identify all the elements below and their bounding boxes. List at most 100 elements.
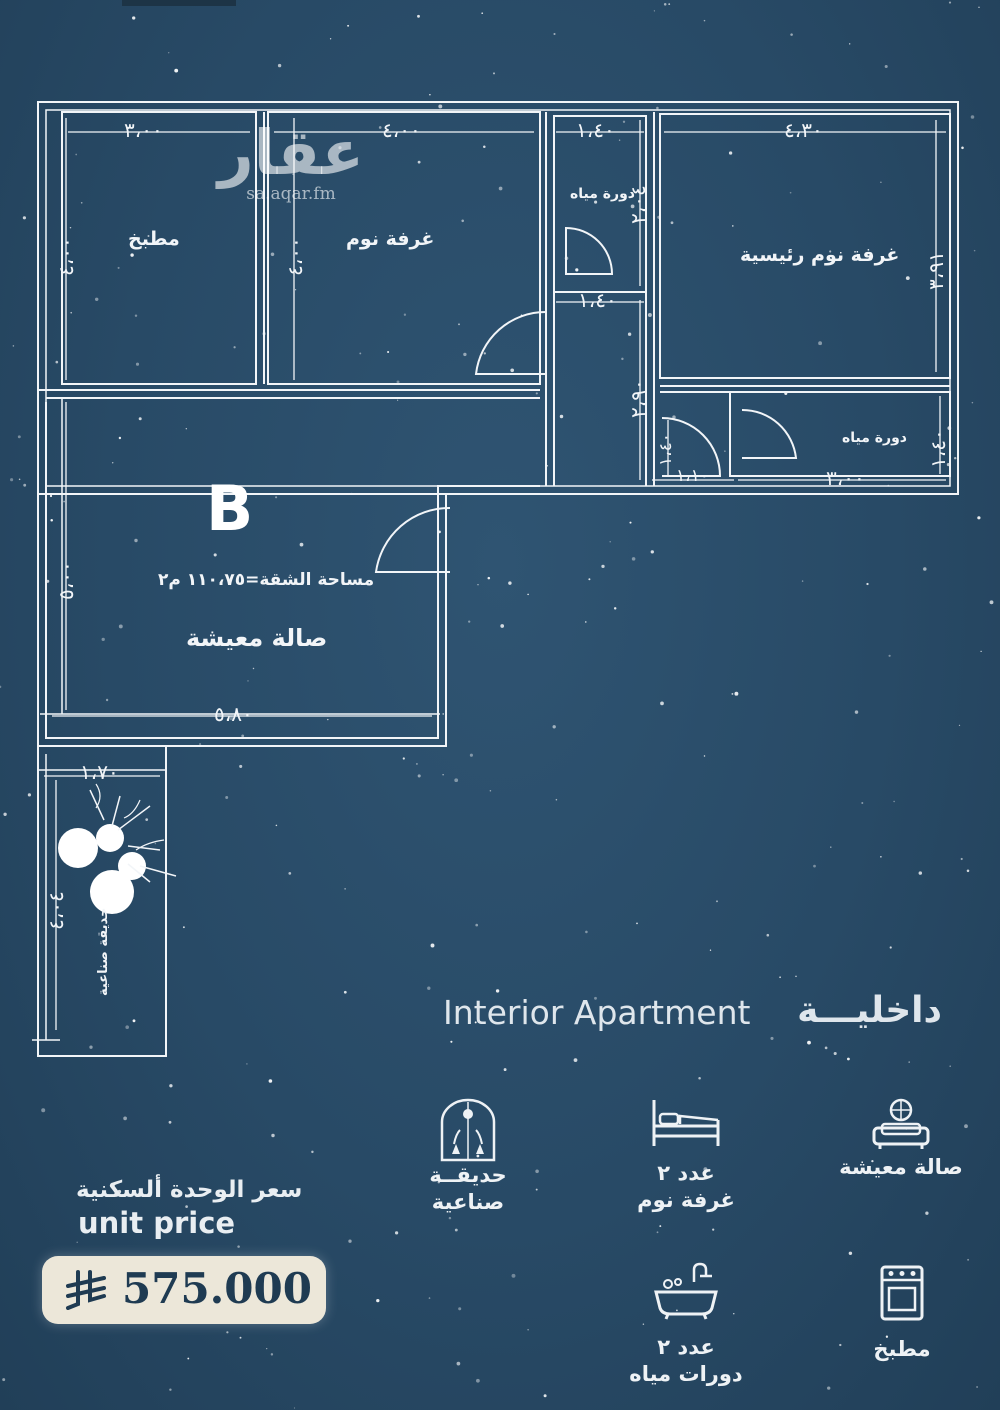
star xyxy=(226,1331,229,1334)
star xyxy=(229,716,234,721)
star xyxy=(266,1347,268,1350)
star xyxy=(50,519,53,522)
star xyxy=(458,1307,462,1311)
star xyxy=(966,869,970,873)
star xyxy=(17,435,21,439)
star xyxy=(622,120,626,123)
unit-letter: B xyxy=(206,472,254,545)
plan-outer-frame xyxy=(37,101,959,495)
star xyxy=(980,650,982,653)
star xyxy=(653,10,656,12)
feature-kitchen: مطبخ xyxy=(856,1264,948,1363)
star xyxy=(167,51,170,54)
star xyxy=(147,235,150,237)
star xyxy=(327,718,329,721)
star xyxy=(125,1025,129,1029)
star xyxy=(442,713,444,715)
star xyxy=(428,1297,431,1299)
star xyxy=(949,1065,951,1067)
star xyxy=(70,311,73,314)
star xyxy=(132,1019,136,1023)
star xyxy=(498,186,503,191)
dim-corridor-height: ٢،٩٠ xyxy=(626,379,650,418)
star xyxy=(978,6,980,9)
star xyxy=(23,483,27,487)
master-bedroom-room xyxy=(659,113,951,379)
star xyxy=(948,1,952,4)
star xyxy=(609,541,611,543)
living-room-outer xyxy=(37,394,958,747)
star xyxy=(239,764,243,768)
star xyxy=(75,153,78,156)
star xyxy=(118,624,123,629)
dim-small-width: ١،١٠ xyxy=(676,466,709,486)
star xyxy=(712,1228,715,1231)
star xyxy=(117,1189,122,1194)
star xyxy=(676,1309,678,1312)
bath1-room xyxy=(553,115,647,293)
star xyxy=(378,126,382,129)
star xyxy=(252,667,255,670)
star xyxy=(647,313,652,317)
feature-living-line1: صالة معيشة xyxy=(839,1155,963,1179)
plan-inner-frame xyxy=(45,109,951,487)
star xyxy=(495,989,500,993)
star xyxy=(76,1241,78,1244)
star xyxy=(475,923,479,927)
star xyxy=(134,314,138,317)
sofa-icon xyxy=(872,1098,930,1149)
star xyxy=(833,1051,837,1056)
star xyxy=(659,1225,662,1228)
star xyxy=(830,846,832,848)
star xyxy=(630,204,635,209)
garden-icon xyxy=(440,1098,496,1162)
star xyxy=(601,564,605,569)
star xyxy=(885,1335,889,1338)
feature-baths-line1: عدد ٢ xyxy=(657,1335,715,1359)
star xyxy=(663,3,667,6)
feature-garden-line2: صناعية xyxy=(431,1190,505,1214)
star xyxy=(629,521,632,524)
star xyxy=(225,796,229,799)
star xyxy=(429,93,431,96)
star xyxy=(728,151,733,155)
star xyxy=(168,1120,172,1124)
star xyxy=(503,1068,507,1072)
star xyxy=(511,1273,516,1278)
stove-icon xyxy=(880,1265,924,1321)
star xyxy=(977,516,981,520)
star xyxy=(642,1323,645,1325)
star xyxy=(866,582,869,586)
star xyxy=(732,225,734,227)
star xyxy=(185,428,187,430)
star xyxy=(2,1378,6,1382)
feature-garden-line1: حديقــة xyxy=(429,1163,507,1187)
star xyxy=(703,1167,708,1172)
star xyxy=(734,691,739,696)
star xyxy=(448,1216,452,1220)
star xyxy=(329,38,332,40)
star xyxy=(481,12,484,15)
star xyxy=(970,115,975,119)
star xyxy=(132,16,136,20)
star xyxy=(442,774,444,776)
star xyxy=(989,600,994,605)
dim-bath1-width: ١،٤٠ xyxy=(576,118,615,142)
star xyxy=(573,1058,578,1062)
star xyxy=(123,1116,127,1121)
star xyxy=(559,414,564,419)
star xyxy=(430,943,435,948)
dim-master-width: ٤،٣٠ xyxy=(784,118,823,142)
star xyxy=(454,778,459,783)
star xyxy=(343,990,347,994)
star xyxy=(824,1046,828,1050)
star xyxy=(500,624,505,628)
price-label-ar: سعر الوحدة ألسكنية xyxy=(76,1177,303,1203)
dim-bedroom-height: ٤،٠٠ xyxy=(283,237,307,276)
star xyxy=(575,268,579,272)
feature-garden: حديقــة صناعية xyxy=(412,1096,524,1216)
star xyxy=(770,1036,774,1040)
star xyxy=(403,313,407,316)
star xyxy=(801,580,804,582)
star xyxy=(555,798,558,801)
